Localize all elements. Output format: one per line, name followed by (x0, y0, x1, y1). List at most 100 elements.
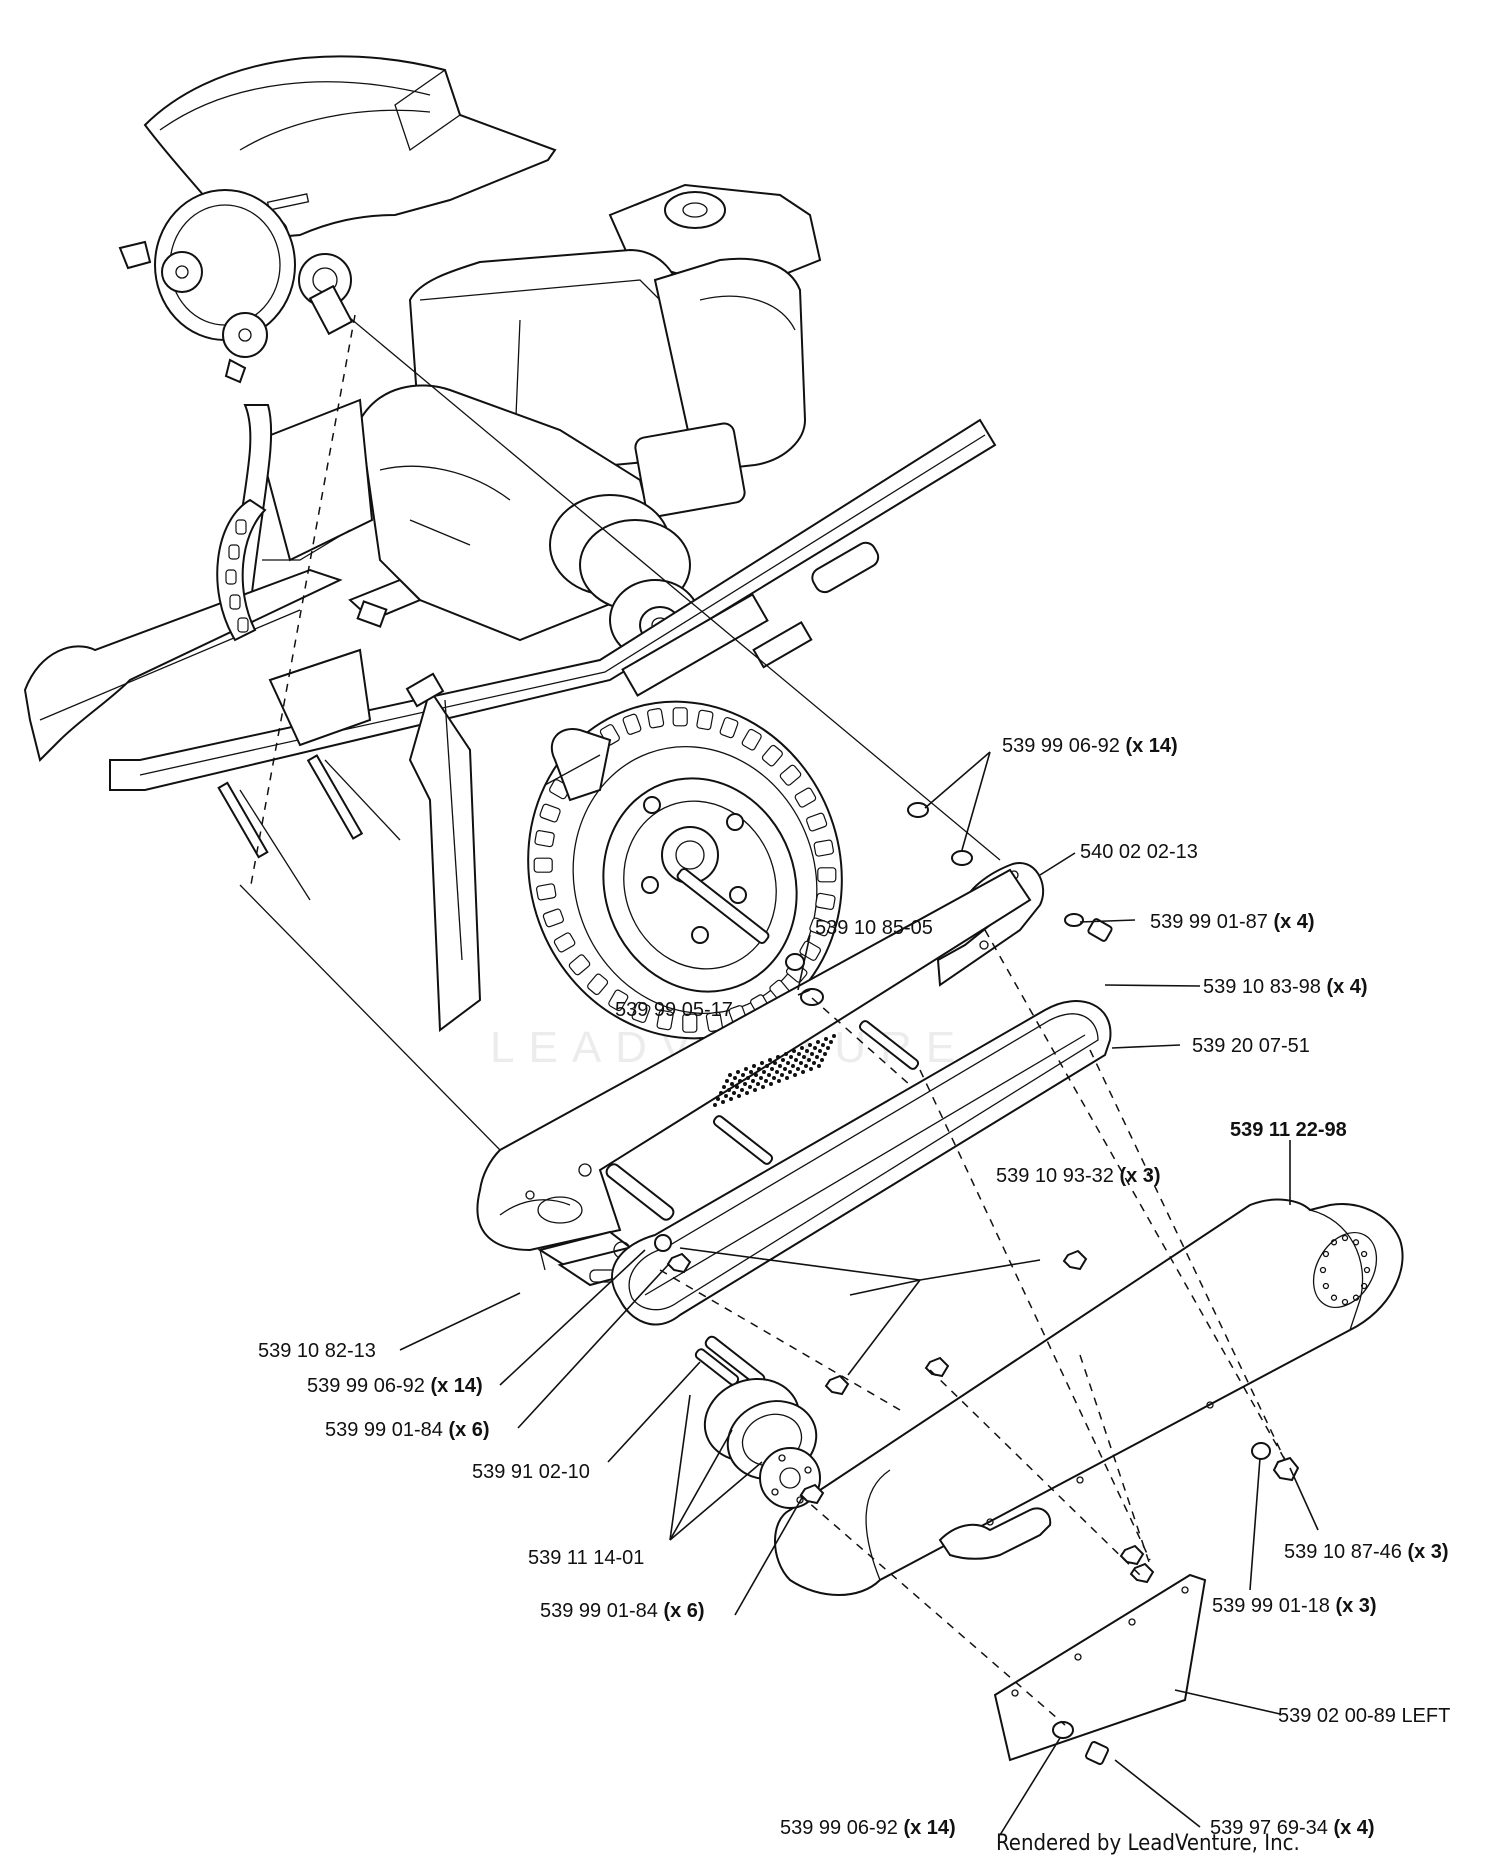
grille-hole (824, 1037, 828, 1041)
nut (666, 1252, 692, 1274)
callout-539-20-07-51: 539 20 07-51 (1192, 1035, 1310, 1057)
bolt (1085, 1741, 1109, 1765)
cover-bolt-hole (1322, 1282, 1330, 1290)
callout-leaders (399, 751, 1319, 1836)
tire-tread-block (553, 932, 576, 953)
grille-hole (733, 1076, 737, 1080)
cover-bolt-hole (1352, 1294, 1360, 1301)
tire-tread-block (719, 716, 739, 739)
rear-tire (216, 498, 267, 642)
tire-tread-block (813, 839, 835, 857)
grille-hole (815, 1055, 819, 1059)
grille-hole (762, 1070, 766, 1074)
grille-hole (713, 1103, 717, 1107)
tire-tread-block (534, 830, 555, 848)
cover-bolt-hole (1352, 1239, 1360, 1246)
grille-hole (801, 1070, 805, 1074)
grille-hole (784, 1052, 788, 1056)
grille-hole (769, 1082, 773, 1086)
grille-hole (773, 1061, 777, 1065)
axle (676, 868, 805, 971)
tire-tread-block (672, 707, 688, 727)
grille-hole (760, 1061, 764, 1065)
grille-hole (829, 1040, 833, 1044)
tire-tread-block (696, 709, 714, 731)
tire-tread-block (587, 973, 609, 996)
washer (1064, 913, 1084, 927)
callout-539-99-01-84-lower: 539 99 01-84 (x 6) (540, 1600, 705, 1622)
grille-hole (764, 1079, 768, 1083)
callout-539-10-93-32: 539 10 93-32 (x 3) (996, 1165, 1161, 1187)
washer (951, 850, 973, 866)
assembly-lines (239, 314, 1286, 1726)
callout-539-91-02-10: 539 91 02-10 (472, 1461, 590, 1483)
tire-tread-block (622, 713, 642, 735)
grille-hole (775, 1070, 779, 1074)
grille-hole (777, 1079, 781, 1083)
grille-hole (800, 1046, 804, 1050)
grille-hole (765, 1064, 769, 1068)
washer (654, 1234, 672, 1252)
grille-hole (780, 1073, 784, 1077)
nut (924, 1356, 950, 1378)
callout-labels: 539 99 06-92 (x 14) 540 02 02-13 539 10 … (258, 735, 1450, 1839)
cover-bolt-hole (1319, 1266, 1327, 1274)
grille-hole (735, 1085, 739, 1089)
grille-hole (729, 1097, 733, 1101)
callout-539-10-82-13: 539 10 82-13 (258, 1340, 376, 1362)
grille-hole (776, 1055, 780, 1059)
grille-hole (799, 1061, 803, 1065)
grille (713, 1034, 836, 1107)
washer (1251, 1442, 1271, 1460)
grille-hole (748, 1085, 752, 1089)
sprocket-assembly (703, 1335, 821, 1509)
tire-tread-block (761, 744, 783, 767)
grille-hole (817, 1064, 821, 1068)
tire-tread-block (656, 1009, 674, 1031)
grille-hole (823, 1052, 827, 1056)
grille-hole (783, 1067, 787, 1071)
tire-tread-block (809, 917, 831, 937)
cover-bolt-hole (1330, 1294, 1338, 1301)
grille-hole (772, 1076, 776, 1080)
cutter-wheel (118, 189, 354, 384)
grille-hole (727, 1088, 731, 1092)
grille-hole (716, 1097, 720, 1101)
grille-hole (816, 1040, 820, 1044)
grille-hole (807, 1058, 811, 1062)
grille-hole (778, 1064, 782, 1068)
grille-hole (761, 1085, 765, 1089)
tire-tread-block (568, 954, 591, 976)
tire-tread-block (779, 764, 802, 786)
grille-hole (730, 1082, 734, 1086)
callout-539-99-06-92-mid: 539 99 06-92 (x 14) (307, 1375, 483, 1397)
grille-hole (719, 1091, 723, 1095)
callout-539-11-22-98: 539 11 22-98 (1230, 1119, 1347, 1141)
washer (907, 802, 929, 818)
tire-tread-block (535, 883, 557, 901)
grille-hole (728, 1073, 732, 1077)
grille-hole (722, 1085, 726, 1089)
cover-bolt-hole (1341, 1234, 1349, 1242)
grille-hole (791, 1064, 795, 1068)
grille-hole (732, 1091, 736, 1095)
grille-hole (793, 1073, 797, 1077)
grille-hole (781, 1058, 785, 1062)
grille-hole (789, 1055, 793, 1059)
tire-tread-block (533, 857, 553, 873)
tire-tread-block (817, 867, 837, 883)
drive-pins (605, 1020, 920, 1386)
tire-tread-block (608, 989, 629, 1012)
grille-hole (756, 1082, 760, 1086)
tire-tread-block (647, 707, 665, 729)
cover-bolt-hole (1322, 1250, 1330, 1258)
grille-hole (797, 1052, 801, 1056)
callout-539-99-01-87: 539 99 01-87 (x 4) (1150, 911, 1315, 933)
grille-hole (796, 1067, 800, 1071)
grille-hole (743, 1082, 747, 1086)
grille-hole (753, 1088, 757, 1092)
grille-hole (767, 1073, 771, 1077)
grille-hole (805, 1049, 809, 1053)
nut (1062, 1249, 1088, 1271)
grille-hole (813, 1046, 817, 1050)
